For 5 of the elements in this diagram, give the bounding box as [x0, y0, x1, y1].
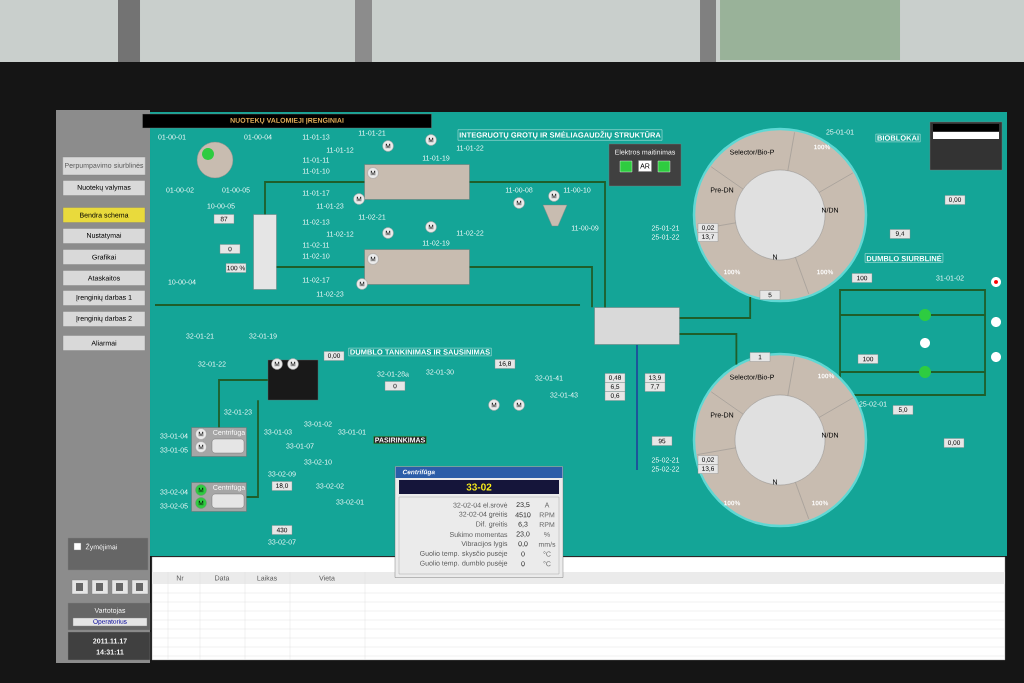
thickener-unit	[267, 359, 319, 401]
screen-tank	[364, 249, 470, 285]
inlet-chamber	[253, 214, 277, 290]
distribution-chamber	[594, 307, 680, 345]
screen-tank	[364, 164, 470, 200]
